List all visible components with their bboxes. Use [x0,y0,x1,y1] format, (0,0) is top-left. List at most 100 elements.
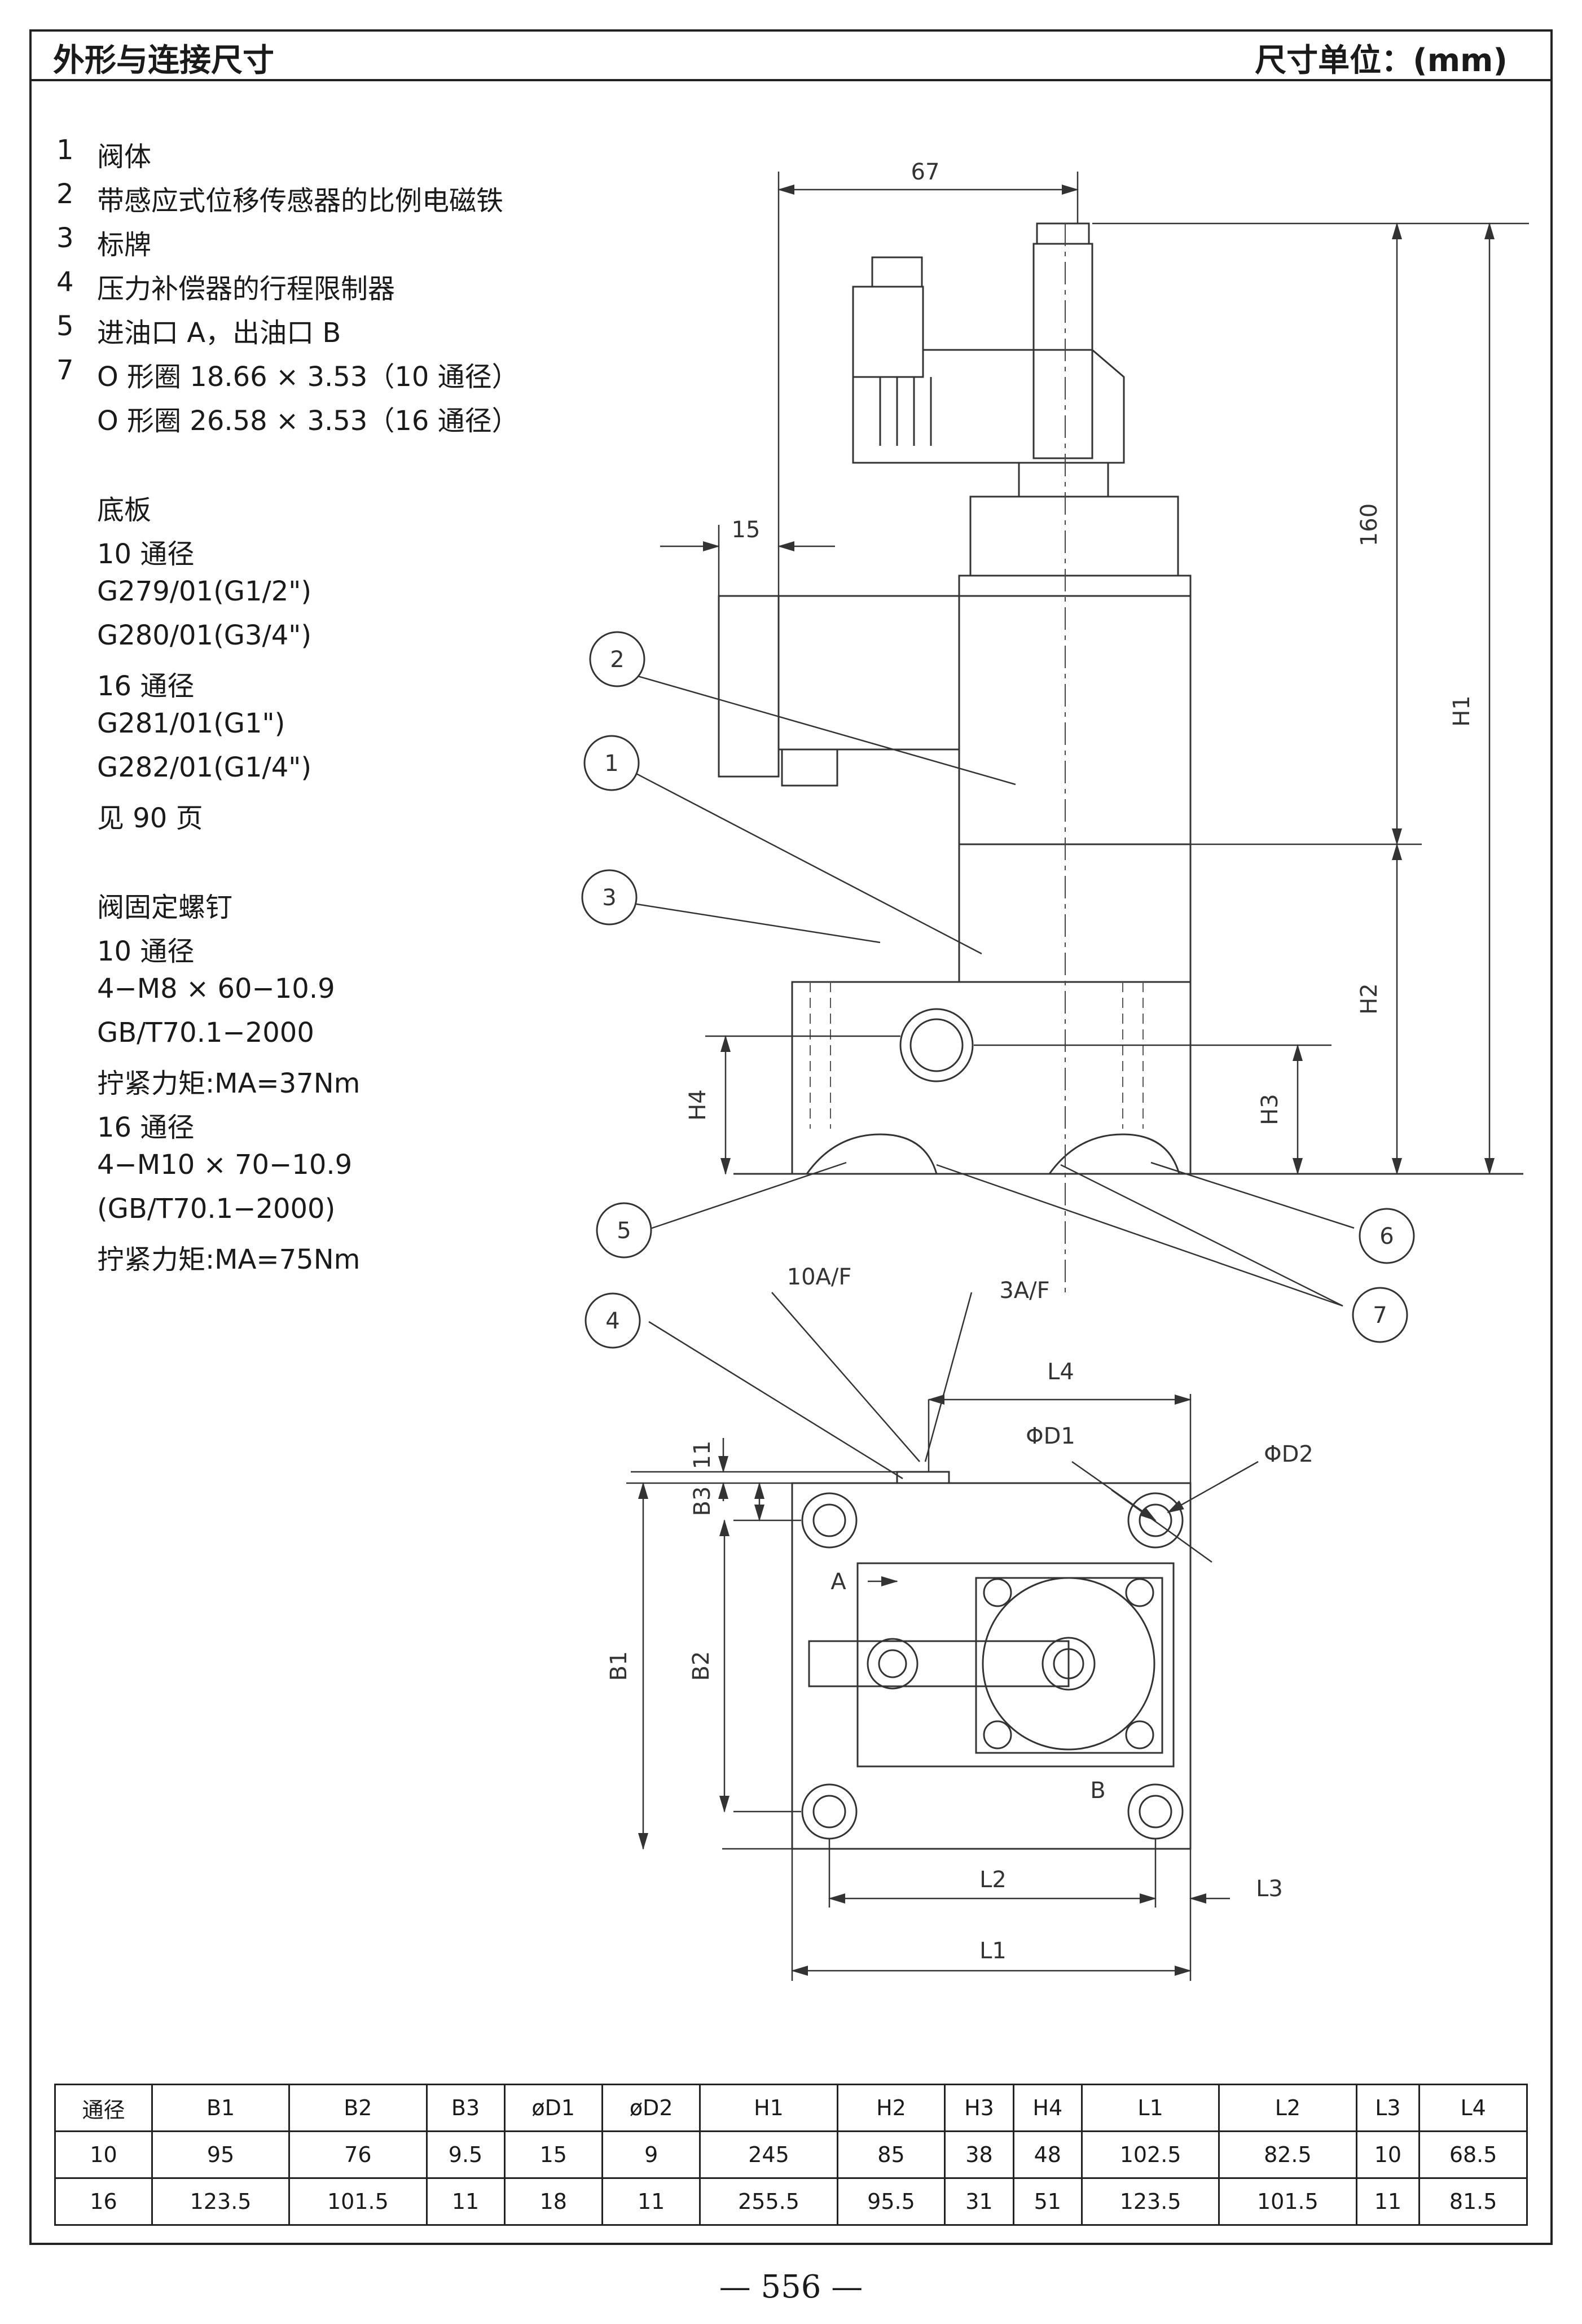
table-header: L2 [1218,2084,1357,2132]
side-arm [808,1640,1070,1687]
table-cell: 18 [503,2177,603,2226]
cable-gland [871,256,923,288]
table-header: øD1 [503,2084,603,2132]
mount-hole [801,1492,858,1549]
table-cell: 81.5 [1418,2177,1528,2226]
table-cell: 245 [699,2130,838,2179]
section-header: 外形与连接尺寸 尺寸单位：(mm) [29,29,1553,81]
dim-L2-label: L2 [979,1867,1007,1893]
mount-hole [1127,1783,1184,1840]
section-title: 外形与连接尺寸 [53,42,274,79]
balloon-3 [581,869,638,926]
balloon-7 [1352,1287,1408,1343]
balloon-4-label: 4 [605,1308,619,1334]
table-cell: 82.5 [1218,2130,1357,2179]
flat-10af-label: 10A/F [787,1264,852,1290]
side-plug [718,595,780,778]
table-header: H1 [699,2084,838,2132]
table-header: øD2 [601,2084,701,2132]
side-coil [777,595,960,751]
table-cell: 11 [1355,2177,1421,2226]
table-cell: 10 [54,2130,153,2179]
balloon-5-label: 5 [617,1218,631,1244]
balloon-4 [585,1292,641,1349]
table-cell: 95 [151,2130,291,2179]
table-header-row: 通径 B1 B2 B3 øD1 øD2 H1 H2 H3 H4 L1 L2 L3… [54,2084,1528,2132]
dim-B1-label: B1 [606,1651,632,1681]
table-row: 10 95 76 9.5 15 9 245 85 38 48 102.5 82.… [54,2130,1528,2179]
table-cell: 102.5 [1080,2130,1220,2179]
balloon-6 [1359,1208,1415,1264]
table-cell: 101.5 [288,2177,428,2226]
connector-body [852,349,1125,464]
port-circle [899,1008,974,1082]
table-cell: 15 [503,2130,603,2179]
page-frame [29,29,1553,2245]
plug-housing [1032,243,1093,459]
valve-body [958,843,1192,983]
flat-3af-label: 3A/F [999,1278,1049,1304]
table-header: H2 [836,2084,946,2132]
solenoid-cap [969,496,1179,577]
table-header: L4 [1418,2084,1528,2132]
table-header: B2 [288,2084,428,2132]
dimension-table: 通径 B1 B2 B3 øD1 øD2 H1 H2 H3 H4 L1 L2 L3… [54,2084,1528,2226]
dim-67-label: 67 [911,159,940,185]
balloon-7-label: 7 [1373,1303,1387,1328]
table-cell: 48 [1012,2130,1083,2179]
table-cell: 123.5 [1080,2177,1220,2226]
table-cell: 68.5 [1418,2130,1528,2179]
side-nut [867,1638,919,1690]
table-cell: 31 [944,2177,1014,2226]
page-number: — 556 — [719,2269,863,2305]
table-cell: 51 [1012,2177,1083,2226]
table-cell: 16 [54,2177,153,2226]
table-cell: 255.5 [699,2177,838,2226]
balloon-1-label: 1 [604,751,618,777]
table-cell: 123.5 [151,2177,291,2226]
balloon-2 [589,631,645,687]
table-header: B1 [151,2084,291,2132]
balloon-1 [583,735,640,791]
port-a-label: A [830,1569,846,1595]
balloon-5 [596,1202,652,1259]
plan-base [791,1482,1192,1850]
dim-D2-label: ΦD2 [1264,1441,1313,1467]
dim-160-label: 160 [1356,503,1382,546]
table-cell: 10 [1355,2130,1421,2179]
bolt-head-right [1048,1133,1180,1174]
table-cell: 9.5 [425,2130,506,2179]
table-cell: 11 [425,2177,506,2226]
dim-L4-label: L4 [1047,1359,1074,1385]
table-header: 通径 [54,2084,153,2132]
center-nut [1042,1637,1096,1691]
dim-H3-label: H3 [1257,1094,1283,1125]
balloon-2-label: 2 [610,647,624,673]
balloon-3-label: 3 [602,885,616,911]
dim-H4-label: H4 [685,1089,711,1121]
mount-hole [1127,1492,1184,1549]
dim-L3-label: L3 [1256,1876,1283,1902]
dim-11-label: 11 [689,1441,715,1470]
table-header: H4 [1012,2084,1083,2132]
dim-H1-label: H1 [1449,695,1475,727]
dim-15-label: 15 [732,517,761,543]
table-cell: 9 [601,2130,701,2179]
dim-L1-label: L1 [979,1938,1007,1964]
table-header: B3 [425,2084,506,2132]
gland-body [852,286,924,378]
dim-D2 [1167,1461,1259,1514]
unit-label: 尺寸单位：(mm) [1255,42,1508,79]
plan-body [856,1562,1175,1768]
table-header: L3 [1355,2084,1421,2132]
port-b-label: B [1090,1778,1105,1804]
table-cell: 38 [944,2130,1014,2179]
table-cell: 101.5 [1218,2177,1357,2226]
mount-hole [801,1783,858,1840]
dim-B3-label: B3 [689,1487,715,1516]
technical-drawing: 2 1 3 5 6 7 4 67 15 160 H1 H2 H3 H4 [581,159,1529,1981]
table-row: 16 123.5 101.5 11 18 11 255.5 95.5 31 51… [54,2177,1528,2226]
table-header: H3 [944,2084,1014,2132]
table-cell: 95.5 [836,2177,946,2226]
valve-base [791,981,1192,1175]
